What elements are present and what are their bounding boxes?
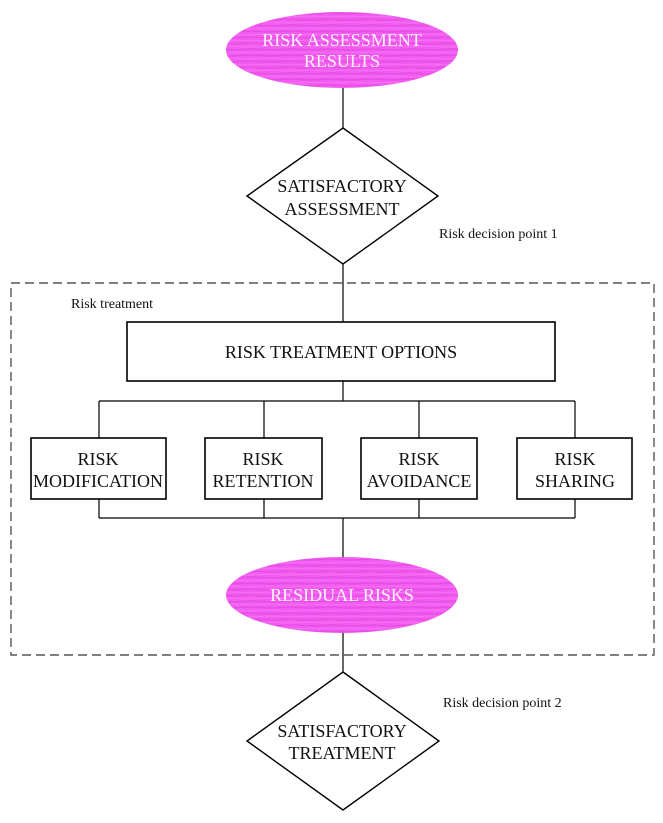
connectors (98, 87, 576, 672)
risk-modification-node: RISK MODIFICATION (30, 437, 167, 500)
satisfactory-assessment-line1: SATISFACTORY (277, 176, 406, 196)
residual-risks-node: RESIDUAL RISKS (226, 557, 458, 633)
risk-avoidance-line1: RISK (398, 449, 439, 469)
risk-sharing-node: RISK SHARING (516, 437, 633, 500)
risk-modification-line1: RISK (77, 449, 118, 469)
risk-treatment-options-label: RISK TREATMENT OPTIONS (225, 342, 457, 362)
risk-retention-line2: RETENTION (213, 471, 314, 491)
risk-sharing-line1: RISK (554, 449, 595, 469)
satisfactory-assessment-line2: ASSESSMENT (284, 199, 399, 219)
risk-treatment-options-node: RISK TREATMENT OPTIONS (126, 321, 556, 382)
risk-retention-node: RISK RETENTION (204, 437, 323, 500)
risk-retention-line1: RISK (242, 449, 283, 469)
risk-avoidance-node: RISK AVOIDANCE (360, 437, 478, 500)
risk-treatment-label: Risk treatment (71, 297, 153, 312)
residual-risks-label: RESIDUAL RISKS (270, 585, 414, 605)
decision-point-2-label: Risk decision point 2 (443, 696, 562, 711)
risk-sharing-line2: SHARING (535, 471, 615, 491)
risk-treatment-container (10, 282, 655, 656)
satisfactory-treatment-line1: SATISFACTORY (277, 721, 406, 741)
satisfactory-assessment-decision: SATISFACTORY ASSESSMENT (245, 127, 440, 265)
satisfactory-treatment-line2: TREATMENT (289, 743, 396, 763)
decision-point-1-label: Risk decision point 1 (439, 227, 558, 242)
risk-assessment-results-line1: RISK ASSESSMENT (262, 30, 422, 50)
risk-modification-line2: MODIFICATION (33, 471, 163, 491)
risk-assessment-results-line2: RESULTS (304, 51, 380, 71)
risk-avoidance-line2: AVOIDANCE (367, 471, 472, 491)
risk-assessment-results-node: RISK ASSESSMENT RESULTS (226, 12, 458, 88)
satisfactory-treatment-decision: SATISFACTORY TREATMENT (245, 671, 441, 811)
